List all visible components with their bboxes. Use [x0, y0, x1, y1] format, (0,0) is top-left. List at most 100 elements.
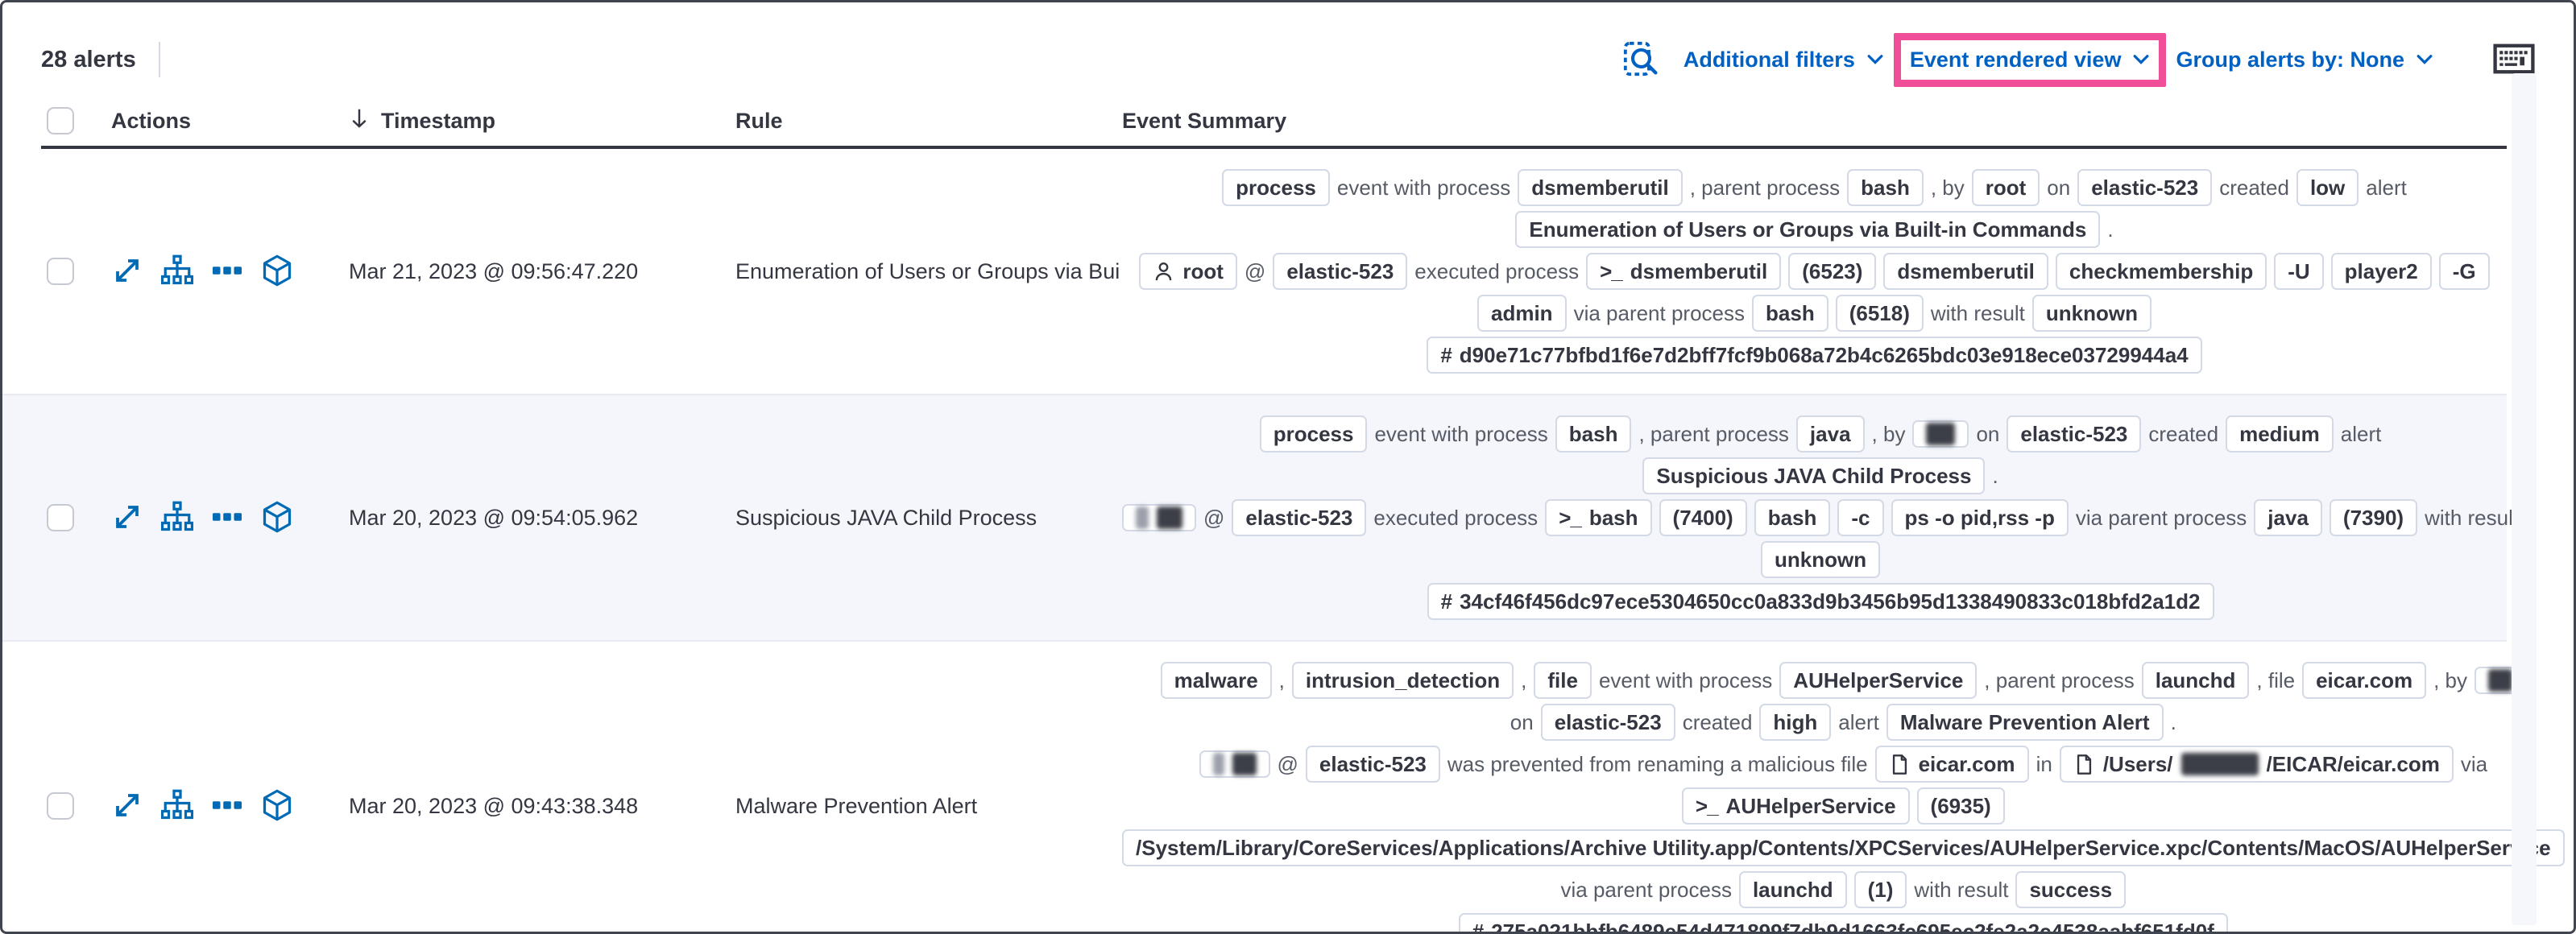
session-view-button[interactable]	[261, 254, 293, 289]
summary-badge[interactable]	[1912, 420, 1969, 448]
session-view-icon	[261, 789, 293, 824]
badge-label: AUHelperService	[1725, 794, 1896, 818]
summary-badge[interactable]: >_AUHelperService	[1681, 787, 1910, 824]
redacted-value	[1136, 506, 1149, 529]
summary-badge[interactable]: /Users//EICAR/eicar.com	[2059, 746, 2454, 783]
summary-badge[interactable]: Suspicious JAVA Child Process	[1642, 457, 1986, 494]
view-selector-wrap: Event rendered view	[1893, 32, 2167, 87]
summary-text: event with process	[1374, 421, 1548, 446]
column-header-timestamp[interactable]: Timestamp	[341, 106, 711, 136]
summary-badge[interactable]: (6518)	[1835, 295, 1924, 332]
summary-badge[interactable]: #34cf46f456dc97ece5304650cc0a833d9b3456b…	[1427, 583, 2214, 620]
badge-label: process	[1273, 422, 1354, 446]
summary-badge[interactable]: launchd	[2141, 662, 2250, 699]
summary-badge[interactable]: (1)	[1853, 871, 1907, 908]
summary-badge[interactable]: #275a021bbfb6489e54d471899f7db9d1663fc69…	[1458, 913, 2228, 932]
summary-badge[interactable]: high	[1759, 704, 1832, 741]
summary-badge[interactable]: (7400)	[1659, 499, 1747, 536]
expand-alert-button[interactable]	[111, 254, 143, 289]
expand-alert-button[interactable]	[111, 789, 143, 824]
row-checkbox[interactable]	[47, 792, 74, 820]
summary-badge[interactable]: bash	[1847, 169, 1924, 206]
summary-line: #d90e71c77bfbd1f6e7d2bff7fcf9b068a72b4c6…	[1122, 337, 2507, 374]
summary-badge[interactable]: root	[1139, 253, 1237, 290]
scrollbar-track[interactable]	[2512, 73, 2537, 925]
summary-badge[interactable]: bash	[1752, 295, 1828, 332]
summary-badge[interactable]: medium	[2226, 415, 2334, 453]
more-actions-button[interactable]	[211, 254, 243, 289]
summary-badge[interactable]: elastic-523	[1273, 253, 1408, 290]
more-actions-button[interactable]	[211, 789, 243, 824]
summary-badge[interactable]: success	[2015, 871, 2127, 908]
summary-badge[interactable]: eicar.com	[2302, 662, 2427, 699]
summary-badge[interactable]: elastic-523	[2007, 415, 2142, 453]
summary-badge[interactable]: -G	[2438, 253, 2490, 290]
summary-line: Suspicious JAVA Child Process.	[1122, 457, 2519, 494]
summary-badge[interactable]: bash	[1555, 415, 1632, 453]
summary-badge[interactable]: checkmembership	[2055, 253, 2267, 290]
summary-badge[interactable]: AUHelperService	[1779, 662, 1978, 699]
more-actions-button[interactable]	[211, 501, 243, 535]
analyze-event-button[interactable]	[160, 501, 194, 535]
summary-badge[interactable]: Malware Prevention Alert	[1886, 704, 2164, 741]
summary-badge[interactable]: java	[2254, 499, 2322, 536]
summary-badge[interactable]: bash	[1754, 499, 1831, 536]
summary-badge[interactable]: -U	[2274, 253, 2324, 290]
select-all-checkbox[interactable]	[47, 107, 74, 134]
summary-badge[interactable]: elastic-523	[1232, 499, 1367, 536]
more-actions-icon	[211, 501, 243, 535]
summary-badge[interactable]: dsmemberutil	[1883, 253, 2048, 290]
summary-text: event with process	[1598, 667, 1773, 692]
summary-badge[interactable]: eicar.com	[1874, 746, 2029, 783]
row-checkbox[interactable]	[47, 504, 74, 531]
summary-badge[interactable]: file	[1534, 662, 1592, 699]
summary-badge[interactable]: (6523)	[1788, 253, 1877, 290]
badge-label: high	[1773, 710, 1818, 734]
summary-badge[interactable]: (6935)	[1916, 787, 2005, 824]
badge-label: player2	[2344, 259, 2418, 283]
summary-badge[interactable]	[1199, 750, 1270, 778]
summary-badge[interactable]: intrusion_detection	[1291, 662, 1514, 699]
summary-badge[interactable]: process	[1259, 415, 1368, 453]
session-view-button[interactable]	[261, 501, 293, 535]
summary-text: alert	[2340, 421, 2382, 446]
summary-badge[interactable]: ps -o pid,rss -p	[1891, 499, 2069, 536]
summary-badge[interactable]: /System/Library/CoreServices/Application…	[1122, 829, 2565, 866]
summary-badge[interactable]: >_bash	[1545, 499, 1652, 536]
summary-badge[interactable]: unknown	[1761, 541, 1881, 578]
summary-badge[interactable]: root	[1971, 169, 2040, 206]
summary-badge[interactable]: (7390)	[2329, 499, 2418, 536]
summary-badge[interactable]: elastic-523	[2077, 169, 2213, 206]
summary-badge[interactable]: java	[1795, 415, 1865, 453]
summary-badge[interactable]: dsmemberutil	[1518, 169, 1683, 206]
summary-badge[interactable]: >_dsmemberutil	[1586, 253, 1782, 290]
analyze-event-button[interactable]	[160, 789, 194, 824]
summary-badge[interactable]: low	[2296, 169, 2359, 206]
summary-badge[interactable]: -c	[1837, 499, 1884, 536]
summary-badge[interactable]: launchd	[1738, 871, 1847, 908]
summary-badge[interactable]: #d90e71c77bfbd1f6e7d2bff7fcf9b068a72b4c6…	[1427, 337, 2202, 374]
group-alerts-button[interactable]: Group alerts by: None	[2176, 48, 2435, 72]
summary-badge[interactable]: process	[1222, 169, 1330, 206]
keyboard-shortcuts-button[interactable]	[2493, 42, 2535, 78]
redacted-value	[1926, 423, 1956, 445]
summary-badge[interactable]: malware	[1160, 662, 1272, 699]
analyze-event-button[interactable]	[160, 254, 194, 289]
summary-badge[interactable]: unknown	[2031, 295, 2151, 332]
additional-filters-button[interactable]: Additional filters	[1684, 48, 1886, 72]
inspect-button[interactable]	[1622, 40, 1659, 80]
summary-badge[interactable]: admin	[1476, 295, 1567, 332]
badge-label: low	[2309, 176, 2346, 200]
row-checkbox[interactable]	[47, 258, 74, 285]
view-selector-button[interactable]: Event rendered view	[1910, 48, 2152, 72]
summary-badge[interactable]: player2	[2330, 253, 2432, 290]
expand-alert-button[interactable]	[111, 501, 143, 535]
summary-badge[interactable]: Enumeration of Users or Groups via Built…	[1515, 211, 2101, 248]
summary-badge[interactable]: elastic-523	[1305, 746, 1440, 783]
session-view-button[interactable]	[261, 789, 293, 824]
summary-badge[interactable]: elastic-523	[1540, 704, 1675, 741]
badge-label: elastic-523	[1319, 752, 1427, 776]
summary-badge[interactable]	[1122, 504, 1196, 531]
summary-text: was prevented from renaming a malicious …	[1447, 751, 1868, 776]
